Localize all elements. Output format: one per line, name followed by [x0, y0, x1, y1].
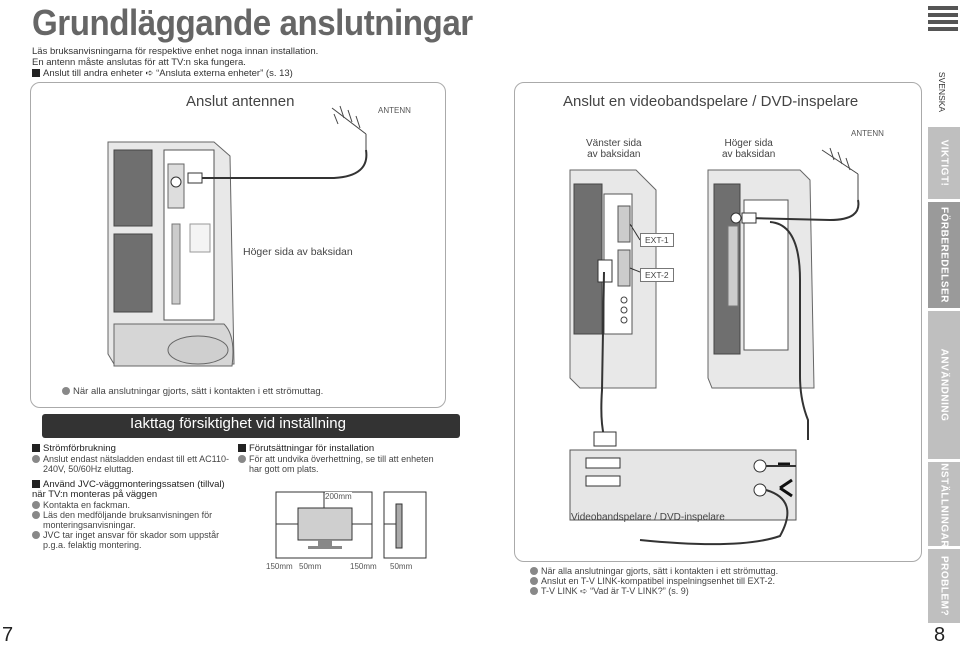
tab-anvandning[interactable]: ANVÄNDNING [928, 311, 960, 459]
power-heading: Strömförbrukning [32, 444, 237, 454]
tab-forberedelser[interactable]: FÖRBEREDELSER [928, 202, 960, 308]
square-bullet-icon [32, 69, 40, 77]
right-page-number: 8 [934, 624, 946, 645]
tab-installningar[interactable]: INSTÄLLNINGAR [928, 460, 960, 548]
antenna-note: När alla anslutningar gjorts, sätt i kon… [62, 386, 323, 397]
tab-viktigt[interactable]: VIKTIGT! [928, 127, 960, 199]
antenna-panel-title: Anslut antennen [186, 93, 295, 110]
arrow-right-icon: ➪ [145, 68, 154, 79]
square-bullet-icon [238, 444, 246, 452]
side-tabs: VIKTIGT! FÖRBEREDELSER ANVÄNDNING INSTÄL… [928, 0, 960, 645]
circle-bullet-icon [32, 531, 40, 539]
caution-title: Iakttag försiktighet vid inställning [130, 415, 346, 432]
vcr-device-label: Videobandspelare / DVD-inspelare [571, 512, 725, 523]
vcr-notes: När alla anslutningar gjorts, sätt i kon… [530, 566, 830, 596]
intro-ref-target[interactable]: “Ansluta externa enheter” (s. 13) [156, 68, 293, 79]
mount-item-2: Läs den medföljande bruksanvisningen för… [32, 510, 237, 530]
left-page-number: 7 [2, 624, 14, 645]
clearance-left: 150mm [266, 562, 293, 571]
vcr-antenna-label: ANTENN [851, 129, 884, 138]
install-item: För att undvika överhettning, se till at… [238, 454, 443, 474]
caution-right-column: Förutsättningar för installation För att… [238, 442, 443, 474]
clearance-diagram [275, 491, 427, 559]
antenna-tv-illustration [107, 105, 368, 367]
arrow-right-icon: ➪ [580, 586, 588, 596]
square-bullet-icon [32, 480, 40, 488]
circle-bullet-icon [62, 387, 70, 395]
intro-text: Läs bruksanvisningarna för respektive en… [32, 46, 318, 79]
clearance-rear-left: 50mm [299, 562, 322, 571]
mount-item-1: Kontakta en fackman. [32, 500, 237, 510]
circle-bullet-icon [32, 511, 40, 519]
vcr-note-1: När alla anslutningar gjorts, sätt i kon… [530, 566, 830, 576]
intro-ref: Anslut till andra enheter ➪ “Ansluta ext… [32, 68, 318, 79]
circle-bullet-icon [32, 455, 40, 463]
tab-problem[interactable]: PROBLEM? [928, 549, 960, 623]
vcr-panel-title: Anslut en videobandspelare / DVD-inspela… [563, 93, 859, 110]
mount-heading: Använd JVC-väggmonteringssatsen (tillval… [32, 479, 225, 500]
right-side-label: Höger sida av baksidan [243, 246, 353, 258]
antenna-label: ANTENN [378, 106, 411, 115]
circle-bullet-icon [530, 587, 538, 595]
intro-line-1: Läs bruksanvisningarna för respektive en… [32, 46, 319, 57]
square-bullet-icon [32, 444, 40, 452]
circle-bullet-icon [238, 455, 246, 463]
caution-bar [42, 414, 460, 438]
right-side-label-vcr: Höger sida av baksidan [722, 138, 776, 160]
vcr-connection-illustration [569, 147, 860, 546]
left-side-label: Vänster sida av baksidan [586, 138, 642, 160]
intro-ref-label: Anslut till andra enheter [43, 68, 143, 79]
power-item: Anslut endast nätsladden endast till ett… [32, 454, 237, 474]
caution-left-column: Strömförbrukning Anslut endast nätsladde… [32, 442, 237, 550]
antenna-panel [30, 82, 446, 408]
antenna-note-text: När alla anslutningar gjorts, sätt i kon… [73, 386, 324, 397]
menu-bars-icon [928, 6, 958, 36]
ext1-label: EXT-1 [640, 233, 674, 247]
circle-bullet-icon [530, 567, 538, 575]
circle-bullet-icon [32, 501, 40, 509]
clearance-rear-right: 50mm [390, 562, 413, 571]
intro-line-2: En antenn måste anslutas för att TV:n sk… [32, 57, 246, 68]
circle-bullet-icon [530, 577, 538, 585]
vcr-note-2: Anslut en T-V LINK-kompatibel inspelning… [530, 576, 830, 586]
page-title: Grundläggande anslutningar [32, 2, 473, 43]
clearance-top: 200mm [325, 492, 352, 501]
ext2-label: EXT-2 [640, 268, 674, 282]
mount-item-3: JVC tar inget ansvar för skador som upps… [32, 530, 237, 550]
vcr-note-3: T-V LINK ➪ “Vad är T-V LINK?” (s. 9) [530, 586, 830, 596]
clearance-right: 150mm [350, 562, 377, 571]
install-heading: Förutsättningar för installation [238, 444, 443, 454]
